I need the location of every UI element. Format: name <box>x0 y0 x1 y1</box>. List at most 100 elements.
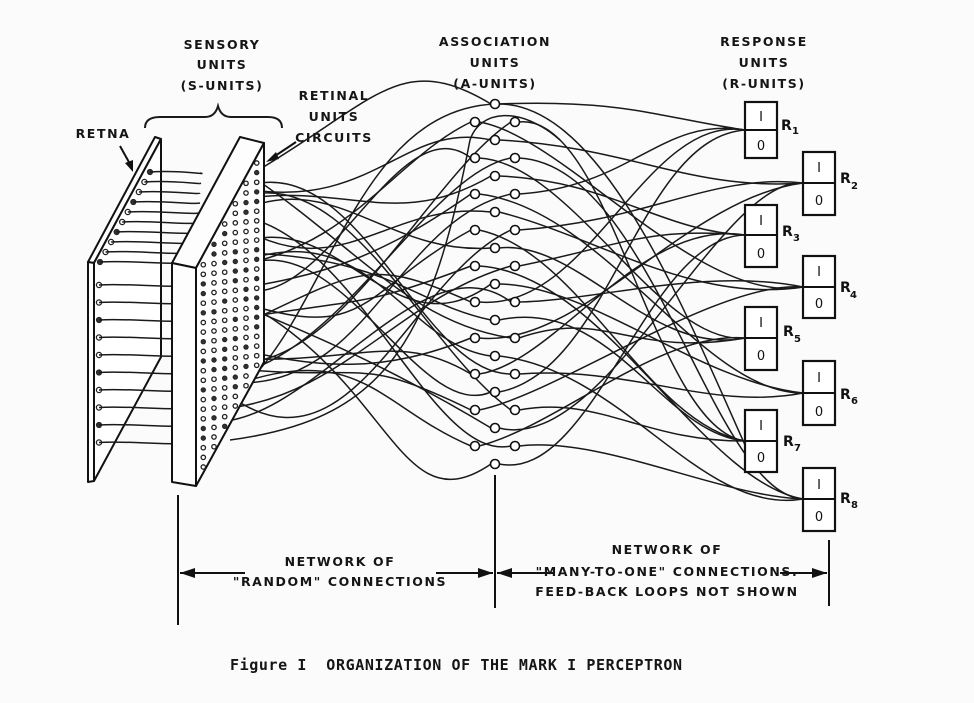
sensory-unit <box>232 210 239 217</box>
sensory-unit <box>200 444 207 451</box>
sensory-unit <box>232 345 239 352</box>
svg-text:8: 8 <box>851 500 858 511</box>
association-unit <box>489 422 501 434</box>
svg-text:6: 6 <box>851 396 858 407</box>
sensory-unit <box>221 404 228 410</box>
sensory-unit <box>200 406 207 413</box>
svg-text:3: 3 <box>793 233 800 244</box>
sensory-unit <box>211 415 217 421</box>
svg-text:0: 0 <box>757 451 765 466</box>
association-unit <box>489 278 501 290</box>
random-network-label: NETWORK OF "RANDOM" CONNECTIONS <box>233 554 446 589</box>
random-connection-wires <box>209 80 746 480</box>
sensory-unit <box>232 384 239 390</box>
sensory-unit <box>221 307 228 314</box>
association-unit <box>509 188 521 200</box>
sensory-unit <box>253 266 260 272</box>
association-unit <box>469 296 481 308</box>
sensory-unit <box>243 382 249 389</box>
sensory-unit <box>211 386 217 392</box>
sensory-unit <box>243 325 249 331</box>
sensory-unit <box>200 435 207 441</box>
sensory-unit <box>200 425 207 432</box>
association-unit <box>509 440 521 452</box>
sensory-unit <box>200 310 207 316</box>
sensory-unit <box>232 306 239 313</box>
sensory-unit <box>243 199 249 206</box>
svg-text:R: R <box>840 387 851 403</box>
many-to-one-connection <box>498 102 746 131</box>
association-unit <box>469 224 481 236</box>
svg-text:I: I <box>759 419 763 434</box>
svg-text:0: 0 <box>757 349 765 364</box>
many-to-one-connection <box>498 175 746 236</box>
many-to-one-connection <box>518 327 746 344</box>
svg-text:(R-UNITS): (R-UNITS) <box>722 76 805 91</box>
association-unit <box>509 260 521 272</box>
association-unit <box>509 332 521 344</box>
svg-text:1: 1 <box>792 126 799 137</box>
svg-text:2: 2 <box>851 181 858 192</box>
sensory-unit <box>211 309 217 315</box>
sensory-unit <box>254 256 260 262</box>
sensory-unit <box>211 376 217 383</box>
sensory-unit <box>211 405 217 411</box>
svg-text:ASSOCIATION: ASSOCIATION <box>439 34 551 49</box>
svg-text:NETWORK OF: NETWORK OF <box>285 554 396 569</box>
svg-text:0: 0 <box>815 194 823 209</box>
sensory-unit <box>221 384 228 391</box>
sensory-unit <box>221 221 228 227</box>
sensory-unit <box>243 315 249 322</box>
svg-text:UNITS: UNITS <box>470 55 521 70</box>
association-unit <box>469 188 481 200</box>
sensory-units-label: SENSORY UNITS (S-UNITS) <box>181 37 262 93</box>
sensory-unit <box>222 356 228 362</box>
svg-text:5: 5 <box>794 334 801 345</box>
sensory-unit <box>253 160 260 166</box>
sensory-unit <box>222 365 228 372</box>
sensory-unit <box>254 304 260 311</box>
sensory-unit <box>211 270 217 277</box>
svg-text:NETWORK OF: NETWORK OF <box>612 542 723 557</box>
sensory-unit <box>200 464 207 470</box>
sensory-unit <box>254 189 260 195</box>
random-connection <box>219 265 512 410</box>
sensory-unit <box>211 395 217 402</box>
sensory-unit <box>222 259 228 266</box>
many-to-one-connection <box>498 211 804 291</box>
association-unit <box>509 404 521 416</box>
association-unit <box>489 350 501 362</box>
sensory-unit <box>200 261 207 268</box>
many-to-one-connection <box>518 444 804 500</box>
retina-link <box>149 170 203 175</box>
many-to-one-connection <box>478 229 746 442</box>
sensory-unit <box>243 190 249 196</box>
sensory-unit <box>243 334 249 341</box>
sensory-unit <box>254 169 260 176</box>
dimension-lines <box>177 475 830 625</box>
many-to-one-connection <box>518 180 804 231</box>
sensory-unit <box>200 387 207 393</box>
sensory-unit <box>243 219 249 225</box>
sensory-unit <box>254 247 260 253</box>
sensory-unit <box>232 297 239 303</box>
retinal-units-label: RETINAL UNITS CIRCUITS <box>295 88 371 145</box>
response-units-label: RESPONSE UNITS (R-UNITS) <box>720 34 806 91</box>
sensory-unit <box>253 352 260 359</box>
random-connection <box>239 136 492 194</box>
sensory-unit <box>211 251 217 257</box>
sensory-unit <box>221 394 228 401</box>
retina-link <box>138 190 201 195</box>
association-units <box>469 98 521 470</box>
svg-text:SENSORY: SENSORY <box>184 37 261 52</box>
sensory-unit <box>243 267 249 273</box>
svg-text:R: R <box>783 434 794 450</box>
random-connection <box>239 181 512 375</box>
random-connection <box>239 252 492 321</box>
association-unit <box>489 98 501 110</box>
sensory-unit <box>243 238 249 244</box>
sensory-unit <box>253 362 260 369</box>
association-unit <box>489 458 501 470</box>
